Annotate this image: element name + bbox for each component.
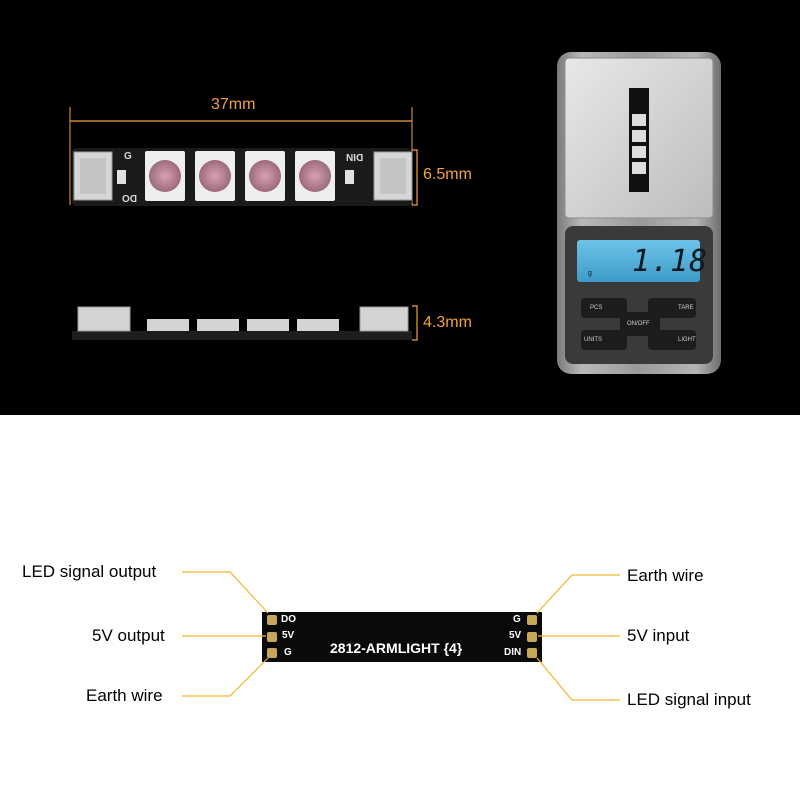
callout-earth-wire-right: Earth wire (627, 566, 704, 585)
scale-units-button: UNITS (584, 337, 602, 343)
pinout-board (262, 612, 542, 662)
top-silk-left-g: G (124, 151, 132, 162)
pads (267, 615, 537, 658)
led-4 (295, 151, 335, 201)
scale-pcs-button: PCS (590, 305, 603, 311)
pad-label-5v-right: 5V (509, 630, 522, 641)
height-label: 4.3mm (423, 314, 472, 331)
pocket-scale (557, 52, 721, 374)
pad-label-do: DO (281, 614, 296, 625)
callout-5v-input: 5V input (627, 626, 690, 645)
pad-label-g-right: G (513, 614, 521, 625)
callout-led-signal-input: LED signal input (627, 690, 751, 709)
scale-light-button: LIGHT (678, 337, 696, 343)
height-dimension (412, 305, 418, 341)
callout-earth-wire-left: Earth wire (86, 686, 163, 705)
led-bar-side-view (72, 306, 412, 340)
dimension-panel: 37mm 6.5mm 4.3mm G DO DIN 1.18 g PCS TAR… (0, 0, 800, 415)
callout-5v-output: 5V output (92, 626, 165, 645)
pad-label-g-left: G (284, 647, 292, 658)
scale-tare-button: TARE (678, 305, 694, 311)
width-dimension (412, 149, 418, 206)
led-2 (195, 151, 235, 201)
length-label: 37mm (211, 96, 256, 113)
width-label: 6.5mm (423, 166, 472, 183)
pad-label-din: DIN (504, 647, 522, 658)
led-3 (245, 151, 285, 201)
board-name: 2812-ARMLIGHT {4} (330, 640, 463, 656)
scale-unit-indicator: g (588, 270, 592, 277)
led-bar-top-view (72, 148, 413, 206)
led-1 (145, 151, 185, 201)
scale-onoff-button: ON/OFF (627, 321, 650, 327)
scale-reading: 1.18 (632, 244, 709, 279)
dimension-drawing (69, 52, 721, 374)
pad-label-5v-left: 5V (282, 630, 295, 641)
callout-led-signal-output: LED signal output (22, 562, 157, 581)
leader-lines (182, 571, 620, 701)
